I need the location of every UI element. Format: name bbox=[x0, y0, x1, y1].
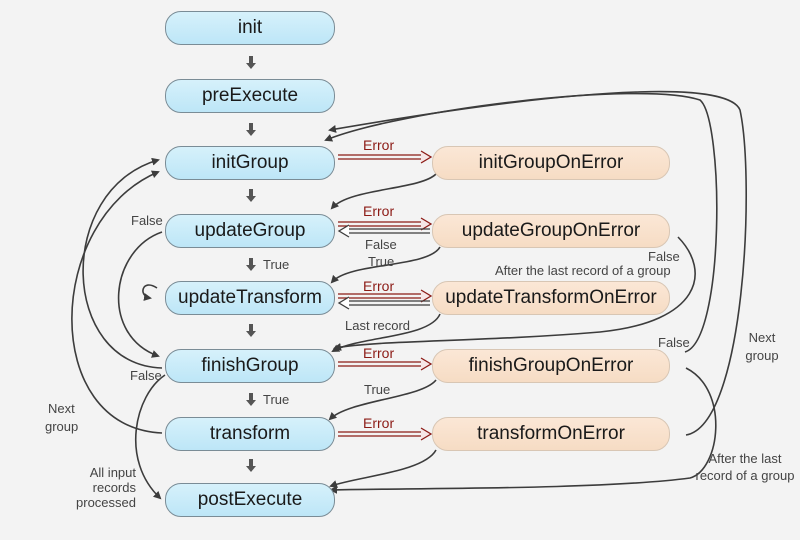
down-arrow-updategroup-updatetransform bbox=[246, 258, 256, 271]
curve-updategroup-false-to-finishgroup bbox=[117, 231, 163, 358]
down-arrow-updatetransform-finishgroup bbox=[246, 324, 256, 337]
curve-transform-nextgroup-to-initgroup bbox=[71, 170, 163, 434]
label-next-right-line1: Next bbox=[748, 330, 776, 345]
node-finishgrouponerror: finishGroupOnError bbox=[432, 349, 670, 383]
curve-finishgrouponerror-to-transform bbox=[328, 379, 437, 421]
curve-transformonerror-nextgroup-to-initgroup bbox=[328, 90, 747, 436]
curve-finishgroup-false-to-postexecute bbox=[135, 374, 166, 500]
label-all-input-line2: records bbox=[92, 480, 136, 495]
curve-finishgroup-nextgroup-to-initgroup bbox=[82, 157, 163, 369]
label-true-updategrouponerror: True bbox=[368, 254, 395, 269]
flow-curves bbox=[71, 90, 747, 500]
label-all-input-records-processed: All input records processed bbox=[60, 465, 136, 510]
down-arrow-finishgroup-transform bbox=[246, 393, 256, 406]
down-arrow-init-preexecute bbox=[246, 56, 256, 69]
node-transformonerror: transformOnError bbox=[432, 417, 670, 451]
label-true-finishgrouponerror: True bbox=[364, 382, 391, 397]
down-arrow-preexecute-initgroup bbox=[246, 123, 256, 136]
node-updatetransformonerror: updateTransformOnError bbox=[432, 281, 670, 315]
return-arrow-updategroup-false bbox=[337, 224, 430, 238]
label-error-updatetransform: Error bbox=[363, 278, 395, 294]
node-postexecute: postExecute bbox=[165, 483, 335, 517]
return-arrow-updatetransform bbox=[337, 296, 430, 310]
node-initgrouponerror: initGroupOnError bbox=[432, 146, 670, 180]
label-next-group-left: Next group bbox=[45, 401, 79, 434]
node-init: init bbox=[165, 11, 335, 45]
curve-updatetransform-selfloop bbox=[142, 284, 158, 301]
label-after-last-line1: After the last bbox=[708, 451, 782, 466]
label-after-last-record-right: After the last record of a group bbox=[690, 451, 800, 483]
down-arrows bbox=[246, 56, 256, 472]
node-updatetransform: updateTransform bbox=[165, 281, 335, 315]
label-all-input-line1: All input bbox=[89, 465, 136, 480]
label-false-finishgroup-left: False bbox=[130, 368, 162, 383]
label-next-right-line2: group bbox=[745, 348, 779, 363]
label-all-input-line3: processed bbox=[76, 495, 136, 510]
label-false-updategroup-return: False bbox=[365, 237, 397, 252]
down-arrow-initgroup-updategroup bbox=[246, 189, 256, 202]
label-false-updategroup-left: False bbox=[131, 213, 163, 228]
curve-transformonerror-to-postexecute bbox=[329, 449, 437, 488]
label-after-last-line2: record of a group bbox=[695, 468, 795, 483]
label-error-transform: Error bbox=[363, 415, 395, 431]
error-arrow-transform bbox=[338, 427, 433, 441]
label-error-updategroup: Error bbox=[363, 203, 395, 219]
label-true-updategroup: True bbox=[263, 257, 290, 272]
node-updategroup: updateGroup bbox=[165, 214, 335, 248]
error-arrow-updategroup bbox=[338, 217, 433, 231]
label-last-record: Last record bbox=[345, 318, 411, 333]
node-initgroup: initGroup bbox=[165, 146, 335, 180]
error-arrows bbox=[338, 150, 433, 441]
node-finishgroup: finishGroup bbox=[165, 349, 335, 383]
curve-updategrouponerror-to-updatetransform bbox=[330, 246, 441, 284]
label-error-finishgroup: Error bbox=[363, 345, 395, 361]
node-preexecute: preExecute bbox=[165, 79, 335, 113]
label-error-initgroup: Error bbox=[363, 137, 395, 153]
down-arrow-transform-postexecute bbox=[246, 459, 256, 472]
label-false-updategrouponerror: False bbox=[648, 249, 680, 264]
error-arrow-finishgroup bbox=[338, 357, 433, 371]
curve-finishgrouponerror-after-last-to-postexecute bbox=[329, 367, 717, 494]
label-after-last-record-group: After the last record of a group bbox=[495, 263, 671, 278]
curve-updategrouponerror-false-to-finishgroup bbox=[333, 236, 696, 351]
error-arrow-updatetransform bbox=[338, 289, 433, 303]
label-next-group-right: Next group bbox=[742, 330, 782, 363]
label-next-left-line1: Next bbox=[48, 401, 75, 416]
label-false-finishgrouponerror: False bbox=[658, 335, 690, 350]
error-arrow-initgroup bbox=[338, 150, 433, 164]
label-true-finishgroup: True bbox=[263, 392, 290, 407]
node-updategrouponerror: updateGroupOnError bbox=[432, 214, 670, 248]
return-arrows bbox=[337, 224, 430, 310]
curve-initgrouponerror-to-updategroup bbox=[330, 173, 437, 210]
label-next-left-line2: group bbox=[45, 419, 79, 434]
node-transform: transform bbox=[165, 417, 335, 451]
